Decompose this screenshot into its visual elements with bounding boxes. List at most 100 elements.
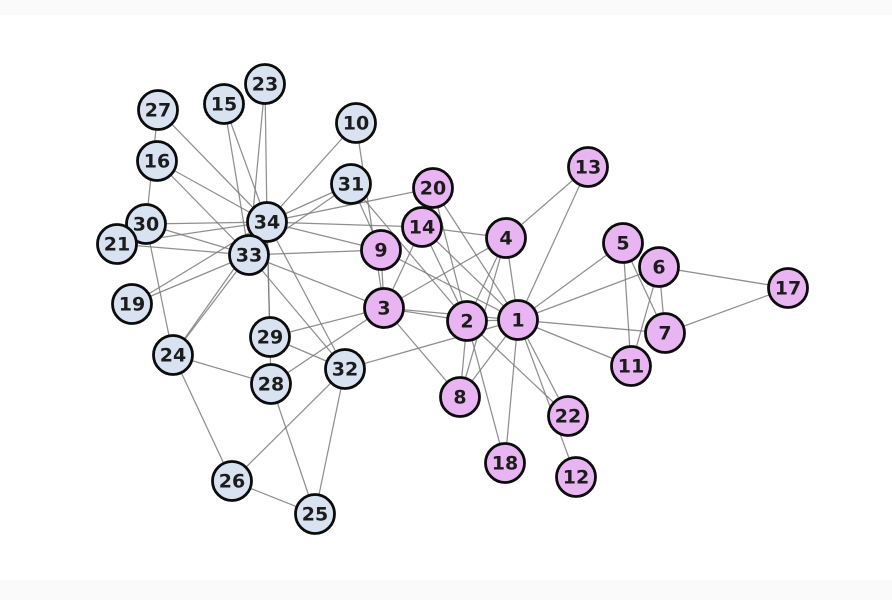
graph-node-circle-15 <box>203 83 245 125</box>
graph-edge-3-10 <box>355 122 385 309</box>
graph-edge-10-34 <box>266 122 357 223</box>
graph-node-circle-22 <box>547 395 589 437</box>
graph-edge-1-18 <box>504 319 519 464</box>
graph-edge-15-34 <box>223 103 268 223</box>
graph-node-circle-16 <box>136 140 178 182</box>
graph-node-8: 8 <box>439 376 481 418</box>
graph-edge-32-33 <box>248 254 346 370</box>
graph-edge-32-34 <box>266 221 346 370</box>
graph-edge-27-34 <box>157 109 268 223</box>
graph-edge-1-13 <box>517 166 589 321</box>
graph-edge-7-17 <box>664 287 789 334</box>
graph-node-31: 31 <box>330 163 372 205</box>
graph-node-1: 1 <box>497 299 539 341</box>
graph-node-4: 4 <box>485 217 527 259</box>
graph-node-6: 6 <box>638 246 680 288</box>
graph-node-circle-33 <box>228 234 270 276</box>
graph-edge-1-6 <box>517 266 660 321</box>
graph-node-7: 7 <box>644 312 686 354</box>
graph-edge-1-32 <box>344 319 519 370</box>
graph-node-18: 18 <box>484 442 526 484</box>
graph-node-circle-6 <box>638 246 680 288</box>
graph-edge-24-33 <box>172 254 250 356</box>
graph-edge-14-34 <box>266 221 423 228</box>
graph-node-circle-7 <box>644 312 686 354</box>
graph-node-circle-1 <box>497 299 539 341</box>
graph-node-27: 27 <box>137 89 179 131</box>
graph-edge-2-20 <box>432 187 468 322</box>
graph-node-24: 24 <box>152 334 194 376</box>
graph-edge-6-17 <box>658 266 789 289</box>
graph-node-15: 15 <box>203 83 245 125</box>
graph-node-circle-11 <box>610 345 652 387</box>
graph-edge-3-28 <box>270 307 385 385</box>
graph-node-20: 20 <box>412 167 454 209</box>
graph-node-29: 29 <box>249 316 291 358</box>
graph-node-circle-12 <box>555 456 597 498</box>
graph-edge-25-32 <box>314 368 346 515</box>
graph-node-circle-27 <box>137 89 179 131</box>
graph-node-circle-28 <box>250 363 292 405</box>
graph-edge-25-28 <box>270 383 316 515</box>
bottom-margin-band <box>0 580 892 600</box>
graph-edge-20-34 <box>266 187 434 223</box>
graph-node-33: 33 <box>228 234 270 276</box>
graph-edge-16-34 <box>156 160 268 223</box>
graph-node-13: 13 <box>567 146 609 188</box>
graph-node-19: 19 <box>111 283 153 325</box>
graph-node-circle-23 <box>244 63 286 105</box>
graph-node-circle-10 <box>335 102 377 144</box>
graph-node-22: 22 <box>547 395 589 437</box>
graph-edge-26-32 <box>231 368 346 482</box>
graph-node-5: 5 <box>602 222 644 264</box>
graph-edge-19-33 <box>131 254 250 305</box>
graph-node-10: 10 <box>335 102 377 144</box>
graph-edge-2-31 <box>350 183 468 322</box>
graph-node-circle-4 <box>485 217 527 259</box>
graph-node-circle-34 <box>246 201 288 243</box>
graph-node-11: 11 <box>610 345 652 387</box>
graph-node-circle-25 <box>294 493 336 535</box>
graph-node-23: 23 <box>244 63 286 105</box>
graph-node-21: 21 <box>96 223 138 265</box>
graph-node-circle-2 <box>446 300 488 342</box>
graph-node-32: 32 <box>324 348 366 390</box>
graph-edge-15-33 <box>223 103 250 256</box>
graph-edge-1-14 <box>421 226 519 321</box>
graph-node-circle-30 <box>125 203 167 245</box>
graph-node-circle-31 <box>330 163 372 205</box>
graph-edge-3-4 <box>383 237 507 309</box>
graph-node-9: 9 <box>360 229 402 271</box>
top-margin-band <box>0 0 892 15</box>
graph-node-circle-20 <box>412 167 454 209</box>
graph-node-circle-9 <box>360 229 402 271</box>
graph-edge-9-33 <box>248 249 382 256</box>
graph-edge-2-22 <box>466 320 569 417</box>
graph-node-circle-26 <box>211 460 253 502</box>
graph-edge-1-20 <box>432 187 519 321</box>
graph-node-26: 26 <box>211 460 253 502</box>
graph-node-circle-8 <box>439 376 481 418</box>
graph-edge-3-33 <box>248 254 385 309</box>
graph-edge-1-5 <box>517 242 624 321</box>
graph-edge-21-33 <box>116 243 250 256</box>
graph-node-2: 2 <box>446 300 488 342</box>
graph-node-circle-19 <box>111 283 153 325</box>
graph-edge-1-12 <box>517 319 577 478</box>
graph-edge-24-30 <box>145 223 174 356</box>
graph-node-12: 12 <box>555 456 597 498</box>
graph-node-circle-18 <box>484 442 526 484</box>
graph-node-14: 14 <box>401 206 443 248</box>
graph-node-circle-14 <box>401 206 443 248</box>
graph-node-28: 28 <box>250 363 292 405</box>
graph-node-circle-17 <box>767 267 809 309</box>
graph-node-3: 3 <box>363 287 405 329</box>
graph-node-circle-29 <box>249 316 291 358</box>
graph-node-circle-13 <box>567 146 609 188</box>
graph-node-circle-21 <box>96 223 138 265</box>
graph-node-17: 17 <box>767 267 809 309</box>
graph-node-circle-24 <box>152 334 194 376</box>
graph-edge-2-18 <box>466 320 506 464</box>
